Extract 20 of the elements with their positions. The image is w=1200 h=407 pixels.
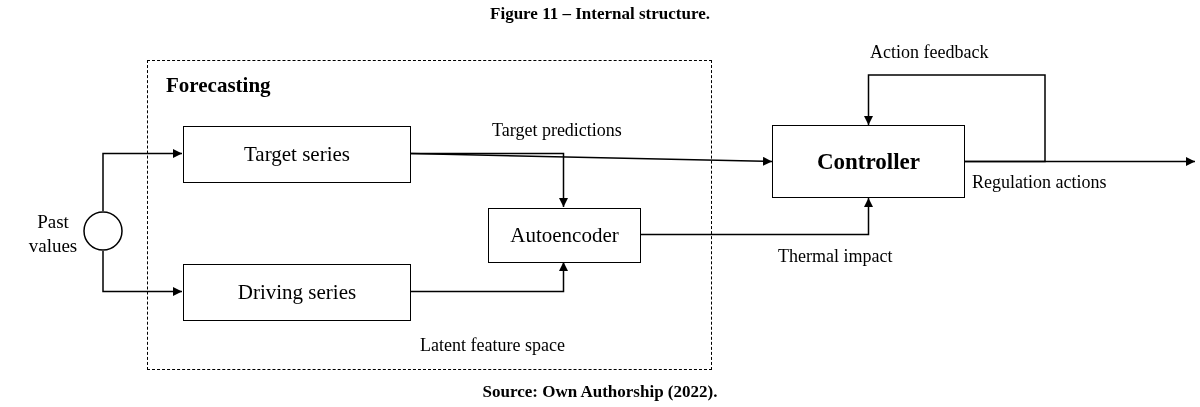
arrow (409, 152, 568, 208)
edge-label: Regulation actions (970, 172, 1109, 192)
edge-label: Latent feature space (418, 335, 567, 355)
arrow (102, 250, 183, 296)
edge-label: Thermal impact (776, 246, 895, 266)
dashed-group-box (147, 60, 712, 370)
process-box: Target series (183, 126, 411, 183)
arrow (102, 149, 183, 212)
edge-label: Target predictions (490, 120, 624, 140)
source-caption: Source: Own Authorship (2022). (482, 382, 718, 402)
process-box: Autoencoder (488, 208, 641, 263)
process-box: Driving series (183, 264, 411, 321)
circle-node (83, 211, 123, 251)
process-box: Controller (772, 125, 965, 198)
arrow (864, 74, 1046, 163)
figure-title: Figure 11 – Internal structure. (490, 4, 710, 24)
group-title: Forecasting (166, 73, 271, 98)
node-caption: Past values (27, 210, 79, 258)
arrow (639, 197, 873, 236)
arrow (409, 261, 568, 293)
